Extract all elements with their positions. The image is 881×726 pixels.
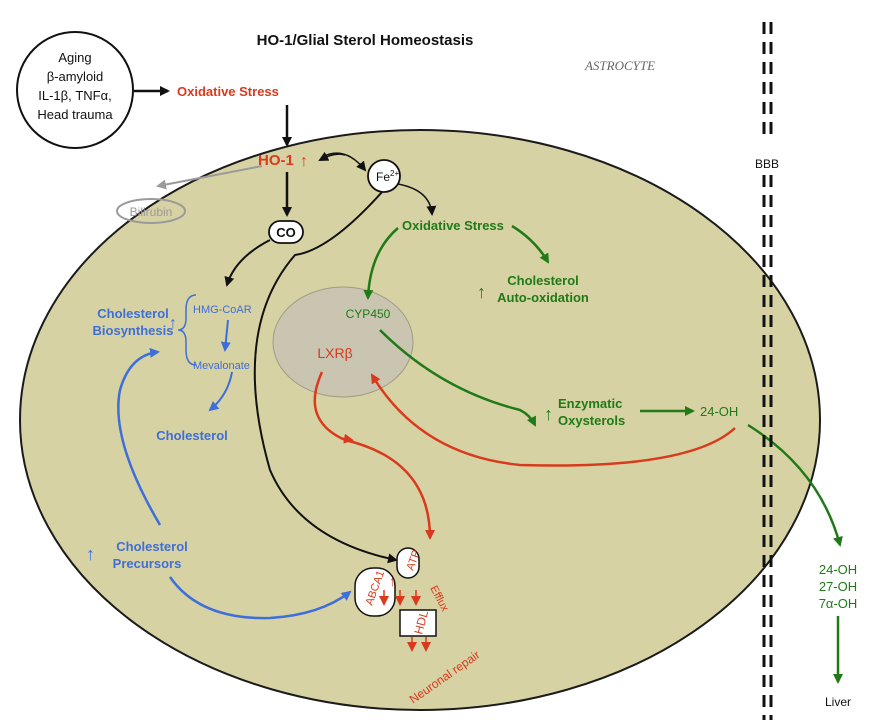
arrow-ho1-bilirubin bbox=[156, 165, 263, 190]
oxidative-stress-top: Oxidative Stress bbox=[177, 84, 279, 99]
mevalonate-label: Mevalonate bbox=[193, 360, 250, 372]
biosynth-brace bbox=[177, 294, 197, 366]
ho1-label: HO-1 bbox=[258, 152, 294, 169]
arrow-fe-ho1 bbox=[318, 151, 346, 161]
hmg-label: HMG-CoAR bbox=[193, 304, 252, 316]
stressor-amyloid: β-amyloid bbox=[47, 69, 104, 84]
autoox-up-arrow: ↑ bbox=[477, 282, 486, 302]
atp-box bbox=[396, 547, 420, 579]
cholesterol-label: Cholesterol bbox=[156, 428, 228, 443]
out-7aoh: 7α-OH bbox=[819, 596, 858, 611]
nucleus bbox=[272, 286, 414, 398]
fe-circle bbox=[367, 159, 401, 193]
oh24-label: 24-OH bbox=[700, 404, 738, 419]
stressor-aging: Aging bbox=[58, 50, 91, 65]
biosynth-line1: Cholesterol bbox=[97, 306, 169, 321]
enzymatic-line2: Oxysterols bbox=[558, 413, 625, 428]
arrow-precursors-biosynth bbox=[117, 347, 162, 526]
arrow-mevalonate-cholesterol bbox=[208, 371, 233, 412]
arrow-fe-ox-inner bbox=[397, 183, 437, 216]
diagram-title: HO-1/Glial Sterol Homeostasis bbox=[257, 32, 474, 49]
co-label: CO bbox=[276, 225, 296, 240]
oxidative-stress-inner: Oxidative Stress bbox=[402, 218, 504, 233]
out-27oh: 27-OH bbox=[819, 579, 857, 594]
biosynth-line2: Biosynthesis bbox=[93, 323, 174, 338]
precursors-up-arrow: ↑ bbox=[86, 544, 95, 564]
arrow-cyp450-enzymatic bbox=[379, 329, 537, 427]
arrow-ox-cyp450 bbox=[363, 227, 399, 300]
biosynth-up-arrow: ↑ bbox=[169, 315, 177, 332]
ho1-up-arrow: ↑ bbox=[300, 153, 308, 170]
autoox-line2: Auto-oxidation bbox=[497, 290, 589, 305]
arrow-24oh-lxr bbox=[370, 373, 736, 467]
bilirubin-ellipse bbox=[116, 198, 186, 224]
precursors-line2: Precursors bbox=[113, 556, 182, 571]
bilirubin-label: Bilirubin bbox=[130, 205, 173, 219]
astrocyte-cell bbox=[19, 129, 821, 711]
autoox-line1: Cholesterol bbox=[507, 273, 579, 288]
liver-label: Liver bbox=[825, 695, 851, 709]
abca1-up-arrow: ↑ bbox=[389, 573, 396, 589]
hdl-label: HDL bbox=[411, 609, 431, 636]
arrow-fe-to-atp bbox=[253, 191, 398, 564]
stressors-circle bbox=[16, 31, 134, 149]
arrow-precursors-abca1 bbox=[168, 576, 352, 620]
arrow-hmg-mevalonate bbox=[220, 319, 231, 352]
arrow-lxr-mid bbox=[339, 433, 354, 444]
arrow-co-hmg bbox=[224, 239, 271, 287]
stressor-head-trauma: Head trauma bbox=[37, 107, 113, 122]
enzymatic-up-arrow: ↑ bbox=[544, 404, 553, 424]
precursors-line1: Cholesterol bbox=[116, 539, 188, 554]
enzymatic-line1: Enzymatic bbox=[558, 396, 622, 411]
co-box bbox=[268, 220, 304, 244]
arrow-ox-autooxidation bbox=[511, 224, 550, 264]
stressor-cytokines: IL-1β, TNFα, bbox=[38, 88, 112, 103]
cyp450-label: CYP450 bbox=[346, 307, 391, 321]
bbb-label: BBB bbox=[755, 157, 779, 171]
out-24oh: 24-OH bbox=[819, 562, 857, 577]
fe-label: Fe2+ bbox=[376, 169, 399, 184]
lxr-label: LXRβ bbox=[317, 345, 352, 361]
astrocyte-label: ASTROCYTE bbox=[584, 58, 655, 73]
hdl-box bbox=[399, 609, 437, 637]
